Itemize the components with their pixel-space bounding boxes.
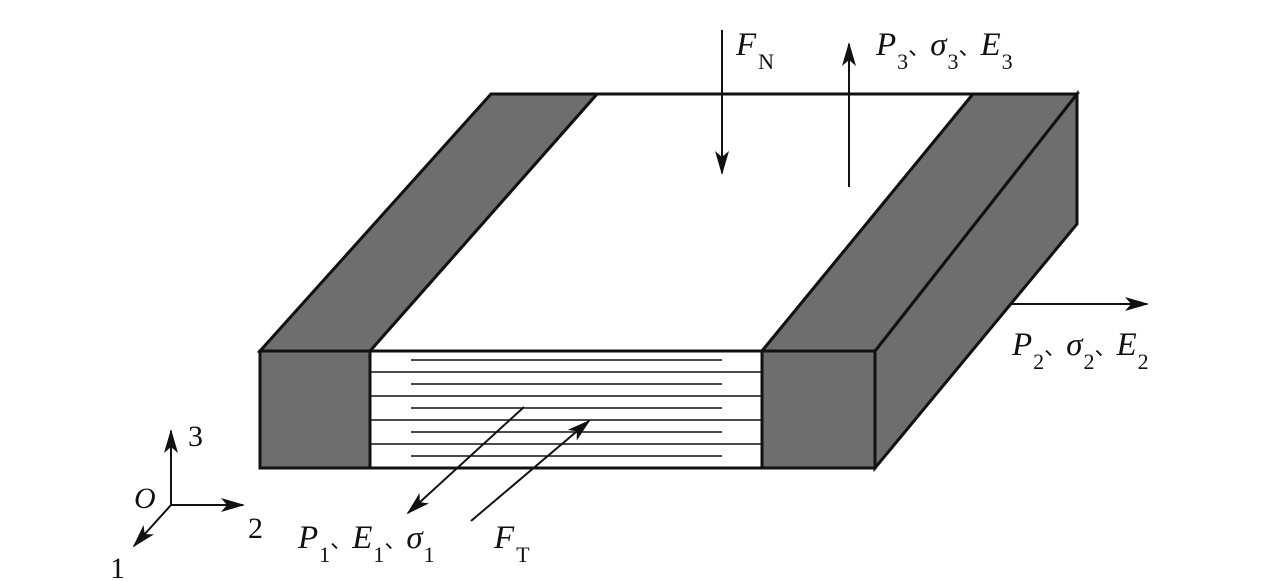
axis2-label: 2 [248,512,263,545]
axis3-label: 3 [188,420,203,453]
direction1-label: P1、E1、σ1 [297,520,435,567]
direction3-label: P3、σ3、E3 [875,27,1013,74]
front-right-electrode [760,349,877,470]
axis1-arrow [132,504,172,548]
laminate-layers [370,359,762,457]
axis1-label: 1 [110,552,125,581]
direction2-label: P2、σ2、E2 [1011,327,1149,374]
front-left-electrode [258,349,372,470]
ft-label: FT [493,520,530,567]
direction1-arrow [406,406,525,515]
ft-arrow [470,419,591,522]
coordinate-axes [132,429,245,548]
fn-label: FN [735,27,774,74]
ceramic-block [256,89,1081,473]
origin-label: O [134,482,156,515]
front-laminate [368,349,764,470]
